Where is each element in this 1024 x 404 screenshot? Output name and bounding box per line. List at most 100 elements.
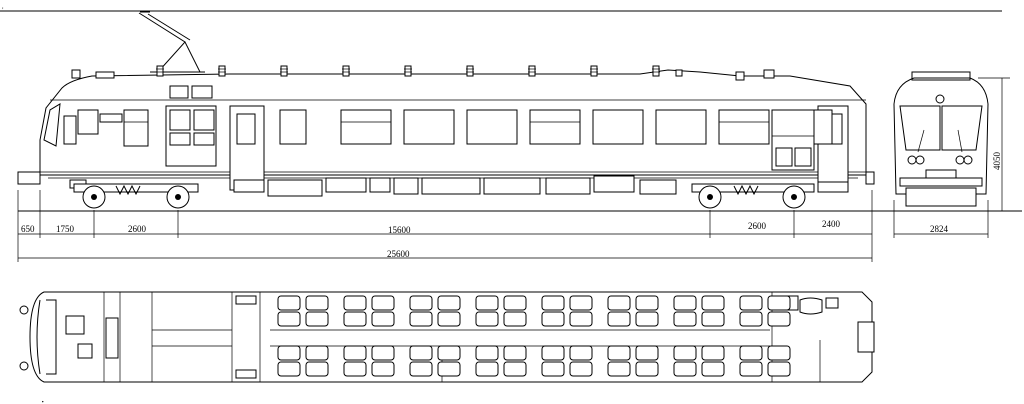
seat xyxy=(739,345,763,361)
roof-insulator xyxy=(466,65,474,77)
seat xyxy=(673,295,697,311)
dim-2824: 2824 xyxy=(930,224,949,234)
seat xyxy=(437,295,461,311)
side-window xyxy=(529,109,581,145)
side-window xyxy=(466,109,518,145)
seat xyxy=(437,361,461,377)
seat xyxy=(343,311,367,327)
side-window xyxy=(592,109,644,145)
seat xyxy=(739,311,763,327)
svg-text:.: . xyxy=(42,398,44,404)
seat xyxy=(409,361,433,377)
seat xyxy=(437,345,461,361)
bogie-front xyxy=(73,183,199,209)
seat xyxy=(343,361,367,377)
seat xyxy=(503,295,527,311)
seat xyxy=(673,345,697,361)
seat xyxy=(277,295,301,311)
seat xyxy=(607,311,631,327)
seat xyxy=(277,345,301,361)
end-view xyxy=(890,71,1022,212)
dim-2600-right: 2600 xyxy=(748,221,767,231)
seat xyxy=(475,361,499,377)
underframe-equipment xyxy=(69,175,849,197)
seat xyxy=(475,345,499,361)
side-window xyxy=(718,109,770,145)
seat xyxy=(701,345,725,361)
seat xyxy=(739,295,763,311)
seat xyxy=(767,345,791,361)
side-view xyxy=(17,11,1022,212)
seat xyxy=(437,311,461,327)
seat xyxy=(409,295,433,311)
seat xyxy=(541,361,565,377)
seat xyxy=(569,311,593,327)
roof-insulator xyxy=(404,65,412,77)
seat xyxy=(569,361,593,377)
seat xyxy=(569,295,593,311)
dim-2600-left: 2600 xyxy=(128,224,147,234)
seat xyxy=(277,361,301,377)
seat xyxy=(371,311,395,327)
seat xyxy=(767,311,791,327)
seat xyxy=(503,345,527,361)
seat xyxy=(767,361,791,377)
coupler-rear xyxy=(865,171,875,185)
seat xyxy=(607,295,631,311)
plan-view xyxy=(19,291,875,383)
bogie-rear xyxy=(691,183,815,209)
seat xyxy=(607,345,631,361)
seat xyxy=(701,295,725,311)
roof-insulator xyxy=(280,65,288,77)
seat xyxy=(701,361,725,377)
side-window xyxy=(340,109,392,145)
seat xyxy=(409,345,433,361)
seat xyxy=(541,295,565,311)
roof-insulator xyxy=(218,65,226,77)
seat xyxy=(607,361,631,377)
seats xyxy=(277,295,791,377)
side-window xyxy=(279,109,307,145)
dim-25600: 25600 xyxy=(387,249,410,259)
dimension-lines xyxy=(17,77,1010,262)
dim-1750: 1750 xyxy=(56,224,75,234)
roof-insulator xyxy=(528,65,536,77)
roof-insulator xyxy=(652,65,660,77)
roof-insulators xyxy=(156,65,660,77)
seat xyxy=(305,361,329,377)
pantograph xyxy=(138,11,205,73)
side-window xyxy=(655,109,707,145)
seat xyxy=(343,345,367,361)
seat xyxy=(767,295,791,311)
roof-insulator xyxy=(342,65,350,77)
seat xyxy=(541,311,565,327)
passenger-door-left xyxy=(229,105,265,191)
seat xyxy=(503,311,527,327)
seat xyxy=(635,345,659,361)
roof-insulator xyxy=(590,65,598,77)
seat xyxy=(343,295,367,311)
dim-2400: 2400 xyxy=(822,219,841,229)
seat xyxy=(569,345,593,361)
dim-650: 650 xyxy=(21,224,35,234)
seat xyxy=(541,345,565,361)
svg-text:,: , xyxy=(2,4,4,10)
seat xyxy=(635,311,659,327)
roof-insulator xyxy=(156,65,164,77)
seat xyxy=(371,345,395,361)
seat xyxy=(635,361,659,377)
seat xyxy=(503,361,527,377)
side-window xyxy=(403,109,455,145)
seat xyxy=(371,295,395,311)
seat xyxy=(305,345,329,361)
seat xyxy=(305,311,329,327)
seat xyxy=(739,361,763,377)
seat xyxy=(475,295,499,311)
seat xyxy=(701,311,725,327)
seat xyxy=(305,295,329,311)
dim-4050: 4050 xyxy=(992,152,1002,171)
seat xyxy=(409,311,433,327)
car-body-outline xyxy=(39,69,867,176)
seat xyxy=(371,361,395,377)
